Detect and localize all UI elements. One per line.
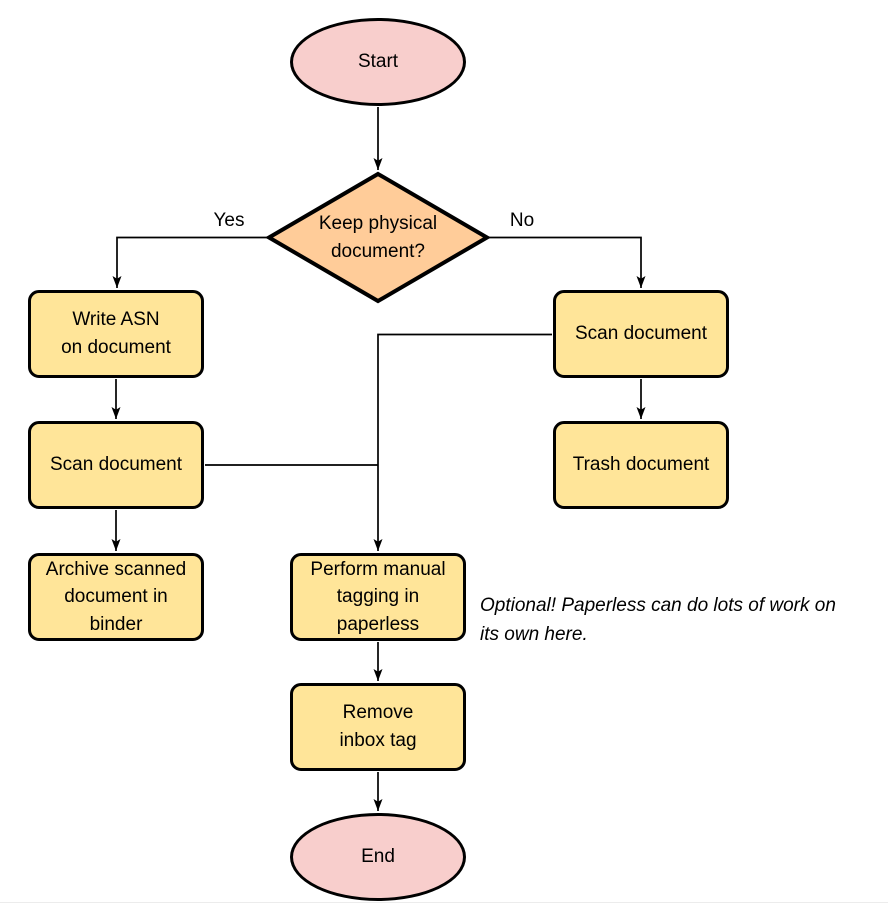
node-decision-label: Keep physical document? [318,213,438,262]
annotation-optional-note: Optional! Paperless can do lots of work … [480,595,836,645]
edge-label-yes: Yes [213,210,245,231]
node-write-asn: Write ASN on document [28,290,204,378]
node-start-label: Start [357,51,399,73]
edge-label-no: No [509,210,535,231]
node-end-label: End [361,846,395,868]
node-remove-inbox-tag-label: Remove inbox tag [339,702,417,751]
node-start: Start [290,18,466,106]
node-archive-binder: Archive scanned document in binder [28,553,204,641]
page-edge-line [0,902,888,903]
node-manual-tagging-label: Perform manual tagging in paperless [310,558,446,635]
node-end: End [290,813,466,901]
node-scan-document-right-label: Scan document [574,323,708,345]
node-trash-document-label: Trash document [572,454,710,476]
node-trash-document: Trash document [553,421,729,509]
decision-diamond-shape [265,171,491,304]
node-scan-document-right: Scan document [553,290,729,378]
node-remove-inbox-tag: Remove inbox tag [290,683,466,771]
node-archive-binder-label: Archive scanned document in binder [45,558,187,635]
edge-decision-yes-to-write-asn [112,236,268,288]
node-scan-document-left: Scan document [28,421,204,509]
node-write-asn-label: Write ASN on document [61,309,171,358]
node-scan-document-left-label: Scan document [49,454,183,476]
edge-scan-right-to-tagging [373,333,552,551]
node-manual-tagging: Perform manual tagging in paperless [290,553,466,641]
edge-decision-no-to-scan-right [488,236,646,288]
